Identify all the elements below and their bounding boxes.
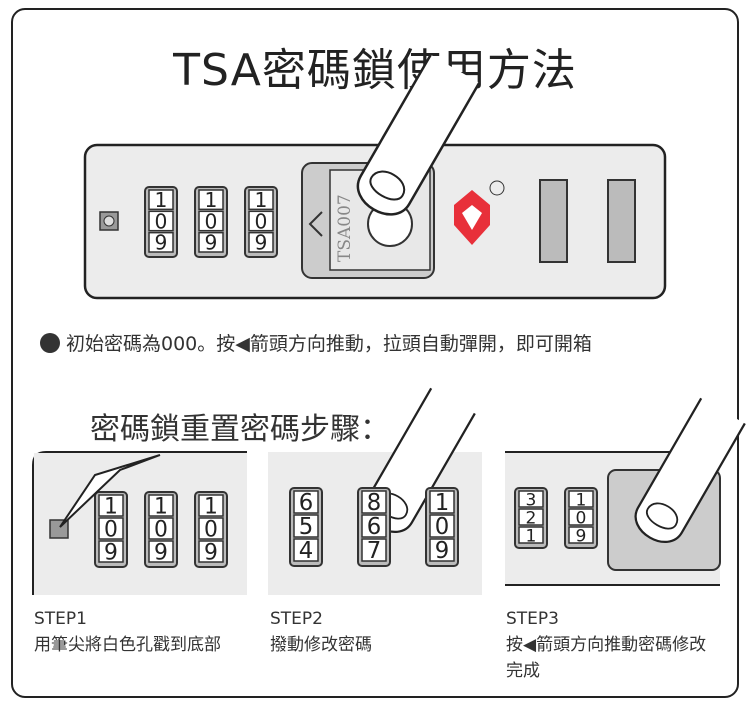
pen-icon xyxy=(59,454,161,528)
dial-digit: 0 xyxy=(154,517,168,542)
dial-digit: 0 xyxy=(255,209,268,233)
step-text: 按◀箭頭方向推動密碼修改完成 xyxy=(506,635,707,681)
dial-digit: 1 xyxy=(435,490,450,516)
dial-digit: 1 xyxy=(155,188,168,212)
dial-digit: 1 xyxy=(154,494,168,519)
registered-icon xyxy=(489,180,505,196)
lock-button-right xyxy=(607,179,636,263)
dial-digit: 7 xyxy=(367,538,382,564)
dial-digit-box xyxy=(98,540,124,563)
dial-digit-box xyxy=(361,490,387,514)
dial-digit-box xyxy=(361,538,387,562)
dial-digit-box xyxy=(198,210,224,232)
dial-digit-box xyxy=(248,231,274,253)
dial-digit: 0 xyxy=(104,517,118,542)
dial-digit-box xyxy=(293,514,319,538)
dial-digit-box xyxy=(568,490,594,508)
tsa-label: TSA007 xyxy=(335,194,355,262)
dial-digit-box xyxy=(293,538,319,562)
dial-digit-box xyxy=(361,514,387,538)
dial-digit-box xyxy=(518,490,544,508)
dial-digit: 5 xyxy=(299,514,314,540)
dial-digit-box xyxy=(148,189,174,211)
dial-digit-box xyxy=(198,231,224,253)
dial-digit-box xyxy=(248,189,274,211)
instruction-note: 初始密碼為000。按◀箭頭方向推動，拉頭自動彈開，即可開箱 xyxy=(40,329,592,356)
dial-digit-box xyxy=(198,540,224,563)
dial-digit: 0 xyxy=(155,209,168,233)
dial-digit-box xyxy=(148,494,174,517)
dial-digit: 9 xyxy=(155,231,168,255)
reset-steps-heading: 密碼鎖重置密碼步驟： xyxy=(90,412,390,447)
dial-digit: 9 xyxy=(204,540,218,565)
dial-digit: 8 xyxy=(367,490,382,516)
dial-digit: 6 xyxy=(299,490,314,516)
step-3: STEP3 按◀箭頭方向推動密碼修改完成 xyxy=(506,606,721,684)
dial-digit-box xyxy=(98,494,124,517)
step-label: STEP3 xyxy=(506,609,559,629)
page-title: TSA密碼鎖使用方法 xyxy=(173,45,577,96)
step-2: STEP2 撥動修改密碼 xyxy=(270,606,480,658)
dial-digit: 1 xyxy=(526,526,537,546)
dial-digit: 1 xyxy=(204,494,218,519)
outer-frame xyxy=(11,8,739,698)
dial-digit-box xyxy=(568,508,594,526)
dial-digit-box xyxy=(518,526,544,544)
dial-digit: 0 xyxy=(576,508,587,528)
dial-digit-box xyxy=(198,189,224,211)
arrow-left-icon xyxy=(308,211,323,237)
dial-digit: 6 xyxy=(367,514,382,540)
step-text: 用筆尖將白色孔戳到底部 xyxy=(34,635,221,655)
dial-digit: 9 xyxy=(104,540,118,565)
step-label: STEP1 xyxy=(34,609,87,629)
dial-digit-box xyxy=(429,490,455,514)
dial-digit-box xyxy=(293,490,319,514)
reset-hole-pin xyxy=(103,215,115,227)
dial-digit-box xyxy=(148,231,174,253)
dial-digit-box xyxy=(198,494,224,517)
step-label: STEP2 xyxy=(270,609,323,629)
lock-button-left xyxy=(539,179,568,263)
dial-digit: 0 xyxy=(204,517,218,542)
dial-digit-box xyxy=(429,514,455,538)
dial-digit: 3 xyxy=(526,490,537,510)
step-1: STEP1 用筆尖將白色孔戳到底部 xyxy=(34,606,244,658)
dial-digit: 1 xyxy=(255,188,268,212)
tsa-logo-inner xyxy=(462,205,482,230)
dial-digit: 9 xyxy=(154,540,168,565)
instruction-text: 初始密碼為000。按◀箭頭方向推動，拉頭自動彈開，即可開箱 xyxy=(66,333,592,355)
step-text: 撥動修改密碼 xyxy=(270,635,372,655)
dial-digit-box xyxy=(429,538,455,562)
dial-digit-box xyxy=(568,526,594,544)
dial-digit-box xyxy=(148,540,174,563)
dial-digit-box xyxy=(248,210,274,232)
dial-digit: 9 xyxy=(205,231,218,255)
dial-digit: 9 xyxy=(255,231,268,255)
dial-digit: 9 xyxy=(435,538,450,564)
finger-icon xyxy=(356,54,481,216)
dial-digit: 1 xyxy=(205,188,218,212)
dial-digit: 9 xyxy=(576,526,587,546)
dial-digit-box xyxy=(148,517,174,540)
dial-digit: 1 xyxy=(104,494,118,519)
dial-digit: 2 xyxy=(526,508,537,528)
dial-digit: 0 xyxy=(435,514,450,540)
dial-digit-box xyxy=(148,210,174,232)
dial-digit-box xyxy=(98,517,124,540)
dial-digit-box xyxy=(198,517,224,540)
dial-digit-box xyxy=(518,508,544,526)
finger-icon xyxy=(634,397,746,544)
dial-digit: 0 xyxy=(205,209,218,233)
bullet-icon xyxy=(40,332,60,353)
dial-digit: 1 xyxy=(576,490,587,510)
dial-digit: 4 xyxy=(299,538,314,564)
